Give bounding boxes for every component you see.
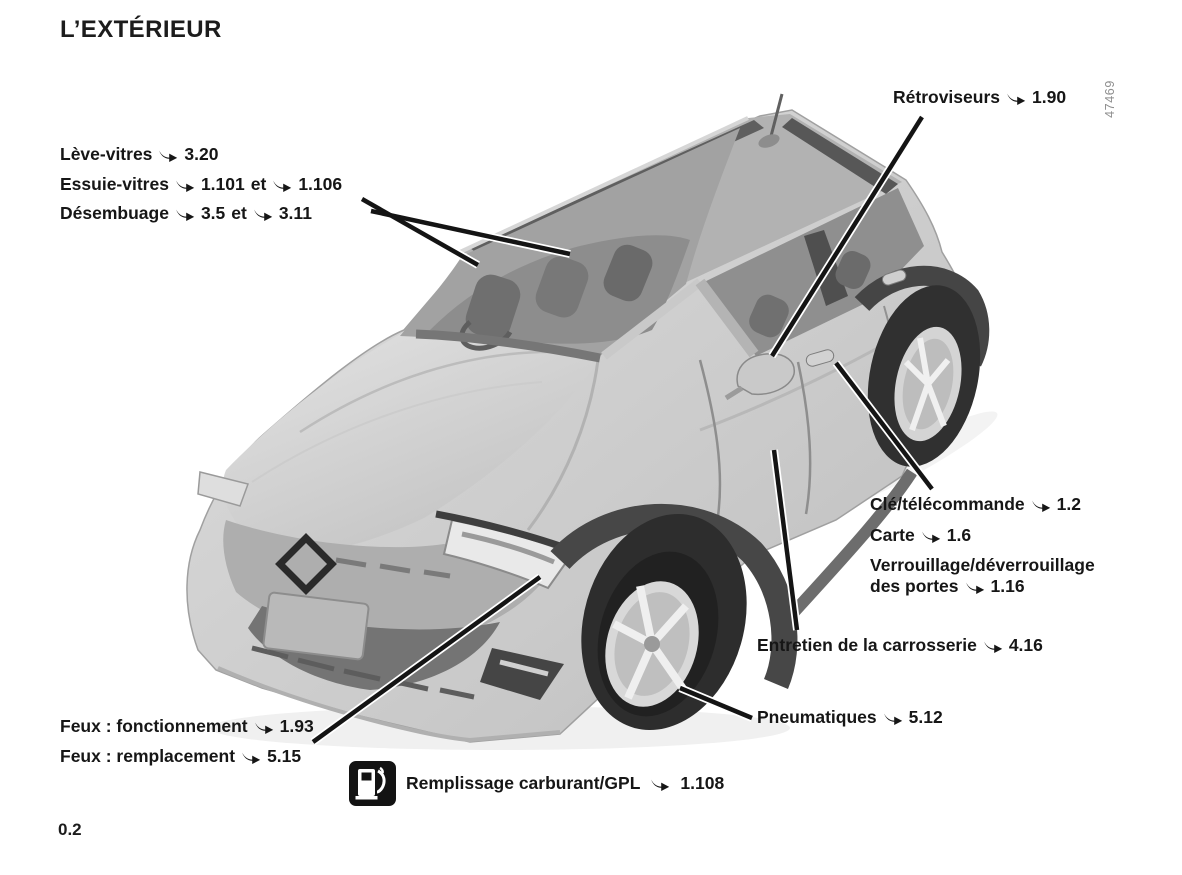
callout-text: Clé/télécommande [870, 494, 1025, 514]
callout-text: Rétroviseurs [893, 87, 1000, 107]
callout-joiner: et [231, 203, 247, 223]
callout-ref: 1.2 [1056, 494, 1081, 514]
door-mirror [736, 353, 795, 396]
callout-text: des portes [870, 576, 959, 596]
reference-arrow-icon [254, 209, 273, 221]
callout-ref: 1.90 [1032, 87, 1067, 107]
callout-verrouillage-line1: Verrouillage/déverrouillage [870, 555, 1095, 576]
reference-arrow-icon [883, 713, 902, 725]
page-number: 0.2 [58, 820, 82, 839]
callout-ref: 1.6 [946, 525, 972, 545]
reference-arrow-icon [242, 752, 261, 764]
rear-door-handle [881, 269, 907, 286]
callout-line-windows-1 [360, 197, 480, 267]
callout-cle-telecommande: Clé/télécommande 1.2 [870, 494, 1081, 515]
callout-line-mirrors [770, 115, 924, 358]
callout-ref: 1.93 [279, 716, 314, 736]
callout-ref: 3.20 [184, 144, 219, 164]
callout-line-bodycare [771, 449, 800, 631]
callout-line-lights [311, 575, 542, 744]
callout-essuie-vitres: Essuie-vitres 1.101 et 1.106 [60, 174, 342, 195]
callout-joiner: et [250, 174, 267, 194]
callout-ref: 5.12 [908, 707, 943, 727]
callout-text: Désembuage [60, 203, 169, 223]
callout-text: Verrouillage/déverrouillage [870, 555, 1095, 575]
reference-arrow-icon [176, 209, 195, 221]
car-body [186, 93, 998, 750]
reference-arrow-icon [1007, 93, 1026, 105]
callout-ref: 3.11 [278, 203, 312, 223]
rear-wheel [867, 285, 981, 467]
license-plate [262, 591, 370, 661]
callout-retroviseurs: Rétroviseurs 1.90 [893, 87, 1066, 108]
reference-arrow-icon [921, 531, 940, 543]
callout-text: Entretien de la carrosserie [757, 635, 977, 655]
front-wheel [581, 513, 747, 731]
callout-ref: 3.5 [200, 203, 226, 223]
reference-arrow-icon [273, 180, 292, 192]
callout-ref: 1.101 [200, 174, 245, 194]
hood [222, 331, 600, 555]
callout-ref: 1.108 [680, 773, 725, 793]
callout-feux-remplacement: Feux : remplacement 5.15 [60, 746, 301, 767]
callout-text: Essuie-vitres [60, 174, 169, 194]
callout-verrouillage-line2: des portes 1.16 [870, 576, 1025, 597]
callout-ref: 4.16 [1008, 635, 1043, 655]
callout-line-windows-2 [370, 208, 571, 257]
renault-diamond-logo [275, 533, 337, 595]
callout-leve-vitres: Lève-vitres 3.20 [60, 144, 218, 165]
front-door-handle [805, 349, 835, 367]
callout-text: Carte [870, 525, 915, 545]
callout-ref: 1.16 [990, 576, 1025, 596]
reference-arrow-icon [651, 779, 670, 791]
antenna [768, 93, 784, 141]
page-title: L’EXTÉRIEUR [60, 16, 222, 43]
reference-arrow-icon [965, 582, 984, 594]
reference-arrow-icon [984, 641, 1003, 653]
reference-arrow-icon [1031, 500, 1050, 512]
callout-text: Pneumatiques [757, 707, 877, 727]
callout-line-tyres [679, 685, 753, 721]
callout-text: Feux : remplacement [60, 746, 236, 766]
callout-carte: Carte 1.6 [870, 525, 971, 546]
callout-feux-fonctionnement: Feux : fonctionnement 1.93 [60, 716, 314, 737]
reference-arrow-icon [176, 180, 195, 192]
reference-arrow-icon [254, 722, 273, 734]
callout-desembuage: Désembuage 3.5 et 3.11 [60, 203, 312, 224]
callout-remplissage-carburant: Remplissage carburant/GPL 1.108 [349, 761, 724, 806]
callout-text: Remplissage carburant/GPL [406, 773, 641, 793]
callout-ref: 5.15 [267, 746, 302, 766]
callout-line-key [834, 361, 934, 491]
callout-ref: 1.106 [298, 174, 343, 194]
fuel-pump-icon [349, 761, 396, 806]
reference-arrow-icon [159, 150, 178, 162]
callout-text: Feux : fonctionnement [60, 716, 248, 736]
callout-text: Lève-vitres [60, 144, 153, 164]
callout-pneumatiques: Pneumatiques 5.12 [757, 707, 943, 728]
callout-entretien-carrosserie: Entretien de la carrosserie 4.16 [757, 635, 1043, 656]
